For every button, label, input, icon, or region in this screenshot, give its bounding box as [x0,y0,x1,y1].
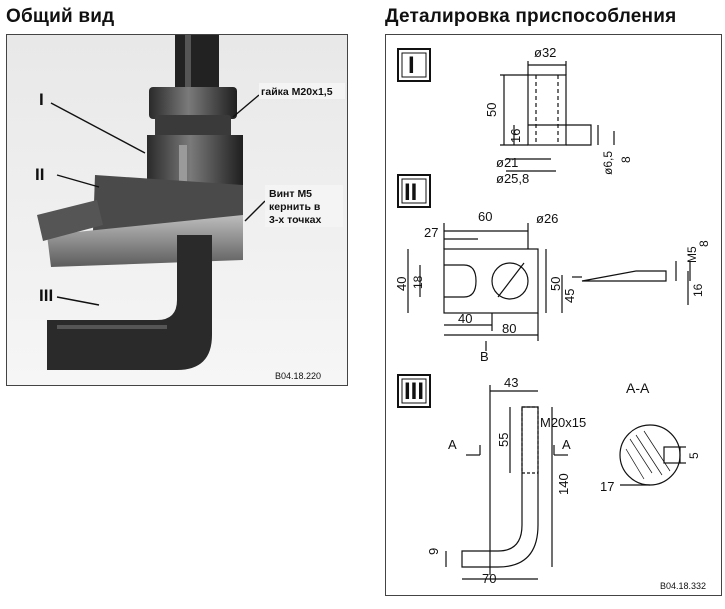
part-II-dim-40h: 40 [394,277,409,291]
part-II-dim-18: 18 [411,275,425,289]
callout-III: III [39,286,53,305]
nut-label: гайка М20х1,5 [261,86,333,98]
part-II-dim-d26: ø26 [536,211,558,226]
fixture-body [93,135,243,231]
part-I-numeral: I [408,52,415,79]
part-III-numeral: III [404,378,424,405]
part-II-dim-8: 8 [697,240,711,247]
part-I-dim-d21: ø21 [496,155,518,170]
part-II-view-b: В [480,349,489,364]
part-II-dim-50: 50 [548,277,563,291]
hook [47,235,212,370]
part-III-dim-43: 43 [504,375,518,390]
photo-ref-code: В04.18.220 [275,371,321,381]
part-II-dim-80: 80 [502,321,516,336]
part-II-dim-27: 27 [424,225,438,240]
part-I-dim-50: 50 [484,103,499,117]
screw-label-line2: кернить в [269,201,321,213]
part-III-dim-140: 140 [556,473,571,495]
fixture-details-heading: Деталировка приспособления [385,6,677,27]
threaded-rod [175,35,219,95]
general-view-photo: I II III гайка М20х1,5 Винт М5 кернить в… [6,34,348,386]
part-I-dim-d25-8: ø25,8 [496,171,529,186]
drawing-ref-code: В04.18.332 [660,581,706,591]
part-II-dim-16: 16 [691,283,705,297]
screw-label-line3: 3-х точках [269,214,321,226]
part-II-numeral: II [404,179,417,206]
callout-I: I [39,90,44,109]
part-III-dim-9: 9 [426,548,441,555]
part-II-dim-40w: 40 [458,311,472,326]
nut [149,87,237,141]
part-I-dim-d6-5: ø6,5 [601,151,615,175]
part-II-dim-60: 60 [478,209,492,224]
part-I-dim-16: 16 [508,129,523,143]
callout-II: II [35,165,44,184]
part-II-dim-45: 45 [562,289,577,303]
part-III-dim-17: 17 [600,479,614,494]
part-III-section-title: А-А [626,380,650,396]
part-III-dim-55: 55 [496,433,511,447]
part-I-dim-8: 8 [619,156,633,163]
part-III-dim-5: 5 [687,452,701,459]
screw-label-line1: Винт М5 [269,188,312,200]
part-III-section-mark-left: А [448,437,457,452]
part-III-section-mark-right: А [562,437,571,452]
part-II-dim-m5: М5 [685,246,699,263]
general-view-heading: Общий вид [6,6,115,27]
part-III-dim-70: 70 [482,571,496,586]
fixture-drawing: I ø32 50 16 ø21 ø25,8 ø6,5 8 II 60 27 ø2… [385,34,722,596]
part-I-dim-d32: ø32 [534,45,556,60]
part-III-thread: М20х15 [540,415,586,430]
